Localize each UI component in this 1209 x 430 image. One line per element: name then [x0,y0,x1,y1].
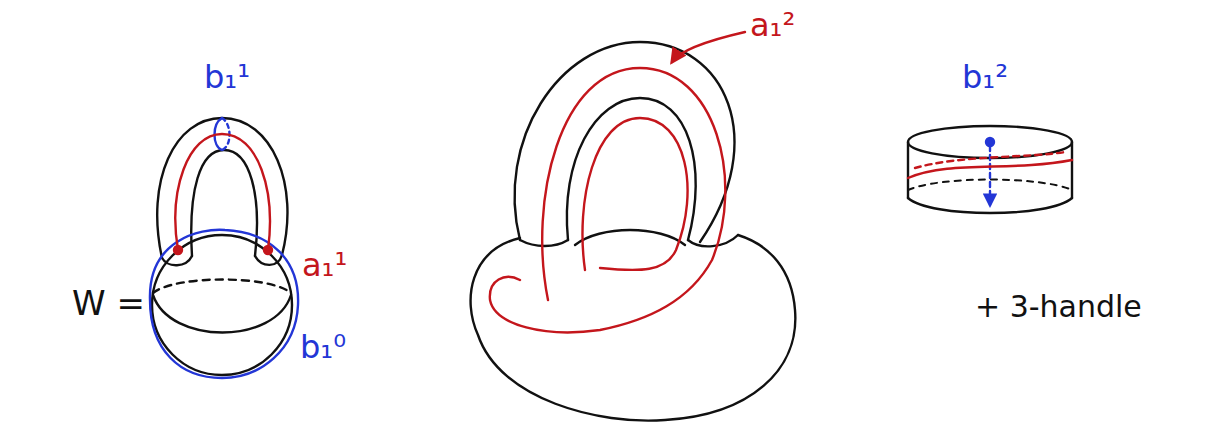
curve-label: b₁¹ [204,60,250,95]
curve-label: a₁¹ [302,248,347,283]
note-label: + 3-handle [975,290,1142,323]
equation-label: W = [72,285,145,322]
curve-label: a₁² [750,8,795,43]
curve-label: b₁⁰ [300,330,346,365]
curve-label: b₁² [962,60,1008,95]
